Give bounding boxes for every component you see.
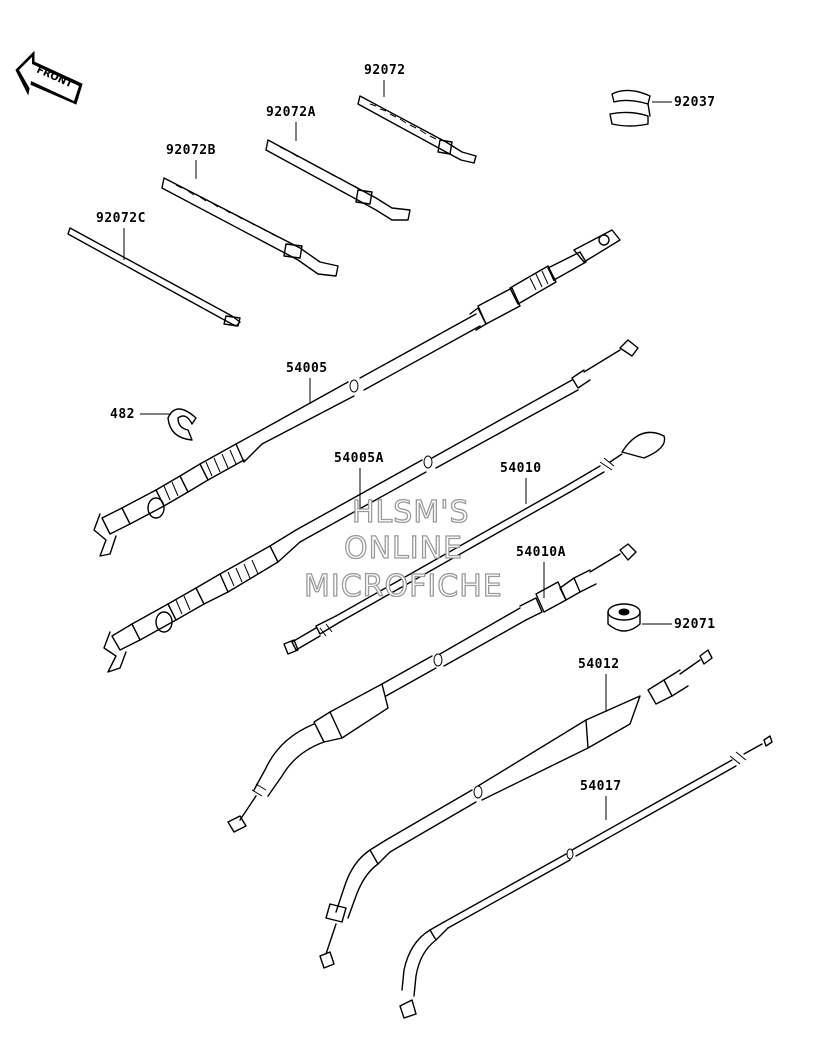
label-92037: 92037: [674, 95, 716, 110]
cable-tie-92072B: [161, 177, 339, 277]
label-482: 482: [110, 407, 135, 422]
watermark-line-1: HLSM'S: [352, 495, 470, 530]
label-92072: 92072: [364, 63, 406, 78]
watermark-line-3: MICROFICHE: [304, 569, 503, 604]
cable-tie-92072C: [67, 227, 241, 327]
clamp-92037: [609, 89, 651, 127]
cable-tie-92072A: [265, 139, 411, 221]
cable-54010A: [227, 543, 637, 833]
clip-482: [167, 408, 197, 441]
label-54005: 54005: [286, 361, 328, 376]
cable-tie-92072: [357, 95, 477, 164]
grommet-92071: [607, 603, 641, 632]
label-92072A: 92072A: [266, 105, 316, 120]
label-54010A: 54010A: [516, 545, 566, 560]
watermark-line-2: ONLINE: [344, 531, 463, 566]
label-54010: 54010: [500, 461, 542, 476]
cable-54017: [399, 735, 773, 1019]
label-92072B: 92072B: [166, 143, 216, 158]
label-92071: 92071: [674, 617, 716, 632]
label-54017: 54017: [580, 779, 622, 794]
label-54012: 54012: [578, 657, 620, 672]
front-arrow-icon: FRONT: [15, 50, 83, 105]
cable-54005A: [103, 339, 639, 673]
label-54005A: 54005A: [334, 451, 384, 466]
label-92072C: 92072C: [96, 211, 146, 226]
watermark: HLSM'S ONLINE MICROFICHE: [303, 494, 503, 604]
cable-54005: [93, 229, 621, 557]
cable-54012: [319, 649, 713, 969]
cable-54010: [283, 431, 666, 655]
